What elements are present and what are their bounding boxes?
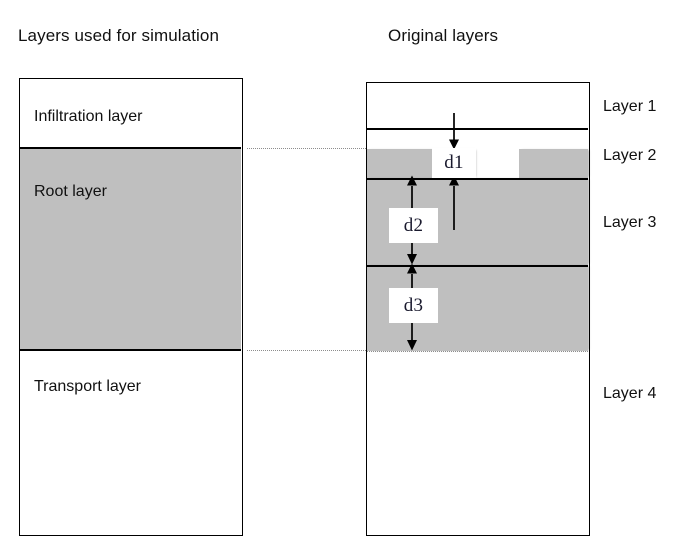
layer-caption-1: Layer 1 bbox=[603, 98, 657, 115]
left-layer-stack: Infiltration layer Root layer Transport … bbox=[19, 78, 243, 536]
right-shaded-zone-bottom-dotted bbox=[367, 351, 588, 352]
layer-caption-2: Layer 2 bbox=[603, 147, 657, 164]
right-divider-layer1-layer2 bbox=[367, 128, 588, 130]
dimension-label-d1: d1 bbox=[432, 148, 476, 178]
right-divider-layer3-layer4 bbox=[367, 265, 588, 267]
dimension-label-d3: d3 bbox=[389, 288, 438, 323]
right-panel-title: Original layers bbox=[388, 26, 499, 45]
layer-caption-3: Layer 3 bbox=[603, 214, 657, 231]
left-band-label-root: Root layer bbox=[34, 183, 107, 200]
left-divider-root-transport bbox=[20, 349, 241, 351]
left-divider-infiltration-root bbox=[20, 147, 241, 149]
right-band-layer2-fill-right bbox=[519, 149, 588, 178]
right-divider-layer2-layer3 bbox=[367, 178, 588, 180]
layer-caption-4: Layer 4 bbox=[603, 385, 657, 402]
left-band-label-infiltration: Infiltration layer bbox=[34, 108, 143, 125]
connector-upper-dotted bbox=[247, 148, 366, 149]
dimension-label-d2: d2 bbox=[389, 208, 438, 243]
left-band-root-fill bbox=[20, 147, 241, 350]
left-panel-title: Layers used for simulation bbox=[18, 26, 220, 45]
left-band-label-transport: Transport layer bbox=[34, 378, 141, 395]
connector-lower-dotted bbox=[247, 350, 366, 351]
